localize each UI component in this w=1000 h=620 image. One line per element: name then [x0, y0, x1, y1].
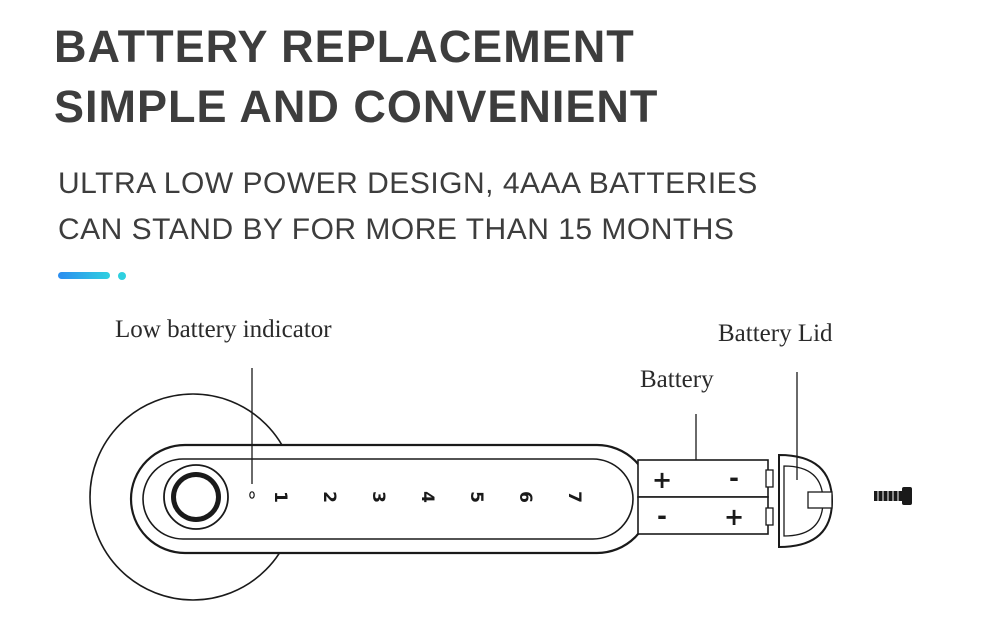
- headline-line-1: BATTERY REPLACEMENT: [54, 21, 635, 72]
- keypad-panel: [142, 458, 634, 540]
- keypad-key-4: 4: [417, 491, 437, 503]
- callout-low-battery-indicator: Low battery indicator: [115, 316, 332, 343]
- battery-bottom-negative: -: [657, 502, 667, 530]
- battery-top-negative: -: [729, 464, 739, 492]
- low-battery-led: [249, 491, 255, 499]
- subheadline-line-2: CAN STAND BY FOR MORE THAN 15 MONTHS: [58, 213, 735, 246]
- callout-battery-lid: Battery Lid: [718, 320, 833, 347]
- battery-pack: + - - +: [637, 459, 774, 535]
- keypad-key-7: 7: [564, 491, 584, 503]
- fingerprint-sensor-icon: [163, 464, 229, 530]
- keypad-key-3: 3: [368, 491, 388, 503]
- battery-bottom-positive: +: [724, 503, 744, 531]
- keypad-key-2: 2: [319, 491, 339, 503]
- accent-dot: [118, 272, 126, 280]
- battery-top: [637, 459, 769, 498]
- accent-bar: [58, 272, 110, 279]
- screw-icon: [874, 487, 912, 505]
- subheadline-line-1: ULTRA LOW POWER DESIGN, 4AAA BATTERIES: [58, 167, 758, 200]
- callout-battery: Battery: [640, 366, 714, 393]
- keypad-key-6: 6: [515, 491, 535, 503]
- battery-bottom-terminal: [765, 507, 774, 526]
- battery-top-terminal: [765, 469, 774, 488]
- battery-top-positive: +: [652, 466, 672, 494]
- headline-line-2: SIMPLE AND CONVENIENT: [54, 81, 659, 132]
- keypad-key-5: 5: [466, 491, 486, 503]
- keypad-keys: 1 2 3 4 5 6 7: [270, 491, 584, 503]
- battery-lid: [778, 453, 834, 549]
- keypad-key-1: 1: [270, 491, 290, 503]
